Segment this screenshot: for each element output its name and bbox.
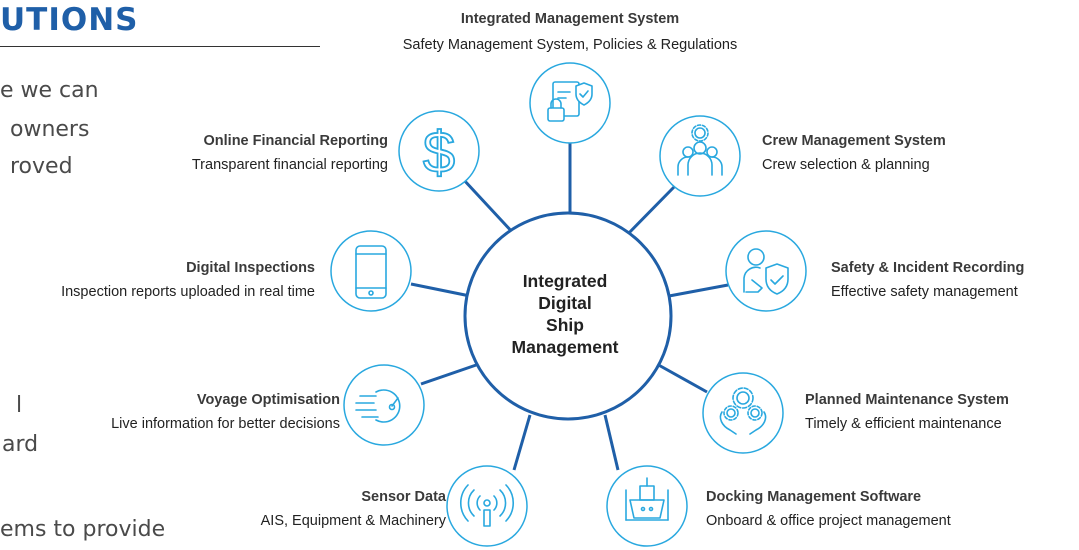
connector-sensor — [512, 414, 532, 471]
label-sensor: Sensor Data AIS, Equipment & Machinery — [180, 488, 446, 531]
connector-pms — [654, 361, 708, 394]
connector-inspect — [410, 282, 471, 298]
hub-circle — [463, 211, 673, 421]
antenna-signal-icon — [459, 484, 515, 527]
label-ims-subtitle: Safety Management System, Policies & Reg… — [402, 37, 738, 53]
label-safety-title: Safety & Incident Recording — [831, 260, 1025, 276]
intro-line-2: owners — [10, 117, 90, 142]
document-shield-icon — [547, 81, 593, 122]
label-pms-subtitle: Timely & efficient maintenance — [805, 416, 1002, 432]
ship-dock-icon — [625, 477, 669, 521]
intro-line-1: e we can — [0, 78, 99, 103]
person-shield-icon — [743, 248, 789, 295]
crew-group-icon — [677, 124, 723, 176]
label-voyage: Voyage Optimisation Live information for… — [40, 391, 340, 434]
intro-line-4: l — [16, 393, 23, 418]
label-voyage-title: Voyage Optimisation — [196, 392, 340, 408]
section-heading: UTIONS — [0, 2, 139, 38]
label-docking: Docking Management Software Onboard & of… — [706, 488, 951, 531]
label-docking-subtitle: Onboard & office project management — [706, 513, 951, 529]
svg-text:$: $ — [423, 120, 455, 185]
label-pms: Planned Maintenance System Timely & effi… — [805, 391, 1009, 434]
label-crew: Crew Management System Crew selection & … — [762, 132, 946, 175]
label-inspect: Digital Inspections Inspection reports u… — [0, 259, 315, 302]
intro-line-3: roved — [10, 154, 73, 179]
heading-divider — [0, 46, 320, 47]
label-safety-subtitle: Effective safety management — [831, 284, 1018, 300]
label-finance-subtitle: Transparent financial reporting — [191, 157, 388, 173]
hub-title-line-1: Integrated — [522, 271, 608, 291]
hub-title-line-4: Management — [511, 337, 619, 357]
label-ims-title: Integrated Management System — [460, 11, 680, 27]
label-crew-title: Crew Management System — [762, 133, 946, 149]
node-circle-docking — [606, 465, 688, 547]
connector-crew — [622, 183, 678, 240]
label-safety: Safety & Incident Recording Effective sa… — [831, 259, 1024, 302]
label-docking-title: Docking Management Software — [706, 489, 922, 505]
node-circle-voyage — [343, 364, 425, 446]
label-voyage-subtitle: Live information for better decisions — [111, 416, 340, 432]
connector-docking — [603, 414, 620, 471]
label-ims: Integrated Management System Safety Mana… — [330, 10, 810, 55]
node-circle-pms — [702, 372, 784, 454]
tablet-icon — [355, 245, 387, 299]
speedometer-icon — [355, 389, 401, 423]
connector-finance — [461, 177, 517, 237]
hub-title: Integrated Digital Ship Management — [490, 270, 640, 358]
gears-hands-icon — [719, 387, 767, 435]
label-pms-title: Planned Maintenance System — [805, 392, 1009, 408]
label-finance: Online Financial Reporting Transparent f… — [120, 132, 388, 175]
node-circle-finance — [398, 110, 480, 192]
dollar-icon: $ — [422, 119, 456, 186]
hub-title-line-3: Ship — [546, 315, 584, 335]
label-sensor-subtitle: AIS, Equipment & Machinery — [260, 513, 446, 529]
hub-title-line-2: Digital — [538, 293, 592, 313]
label-crew-subtitle: Crew selection & planning — [762, 157, 930, 173]
label-sensor-title: Sensor Data — [361, 489, 446, 505]
label-inspect-title: Digital Inspections — [186, 260, 315, 276]
node-circle-crew — [659, 115, 741, 197]
label-finance-title: Online Financial Reporting — [203, 133, 389, 149]
intro-line-5: ard — [2, 432, 39, 457]
connector-voyage — [420, 361, 483, 386]
label-inspect-subtitle: Inspection reports uploaded in real time — [61, 284, 315, 300]
intro-line-6: ems to provide — [0, 517, 166, 542]
node-circle-inspect — [330, 230, 412, 312]
node-circle-ims — [529, 62, 611, 144]
connector-safety — [668, 283, 729, 298]
